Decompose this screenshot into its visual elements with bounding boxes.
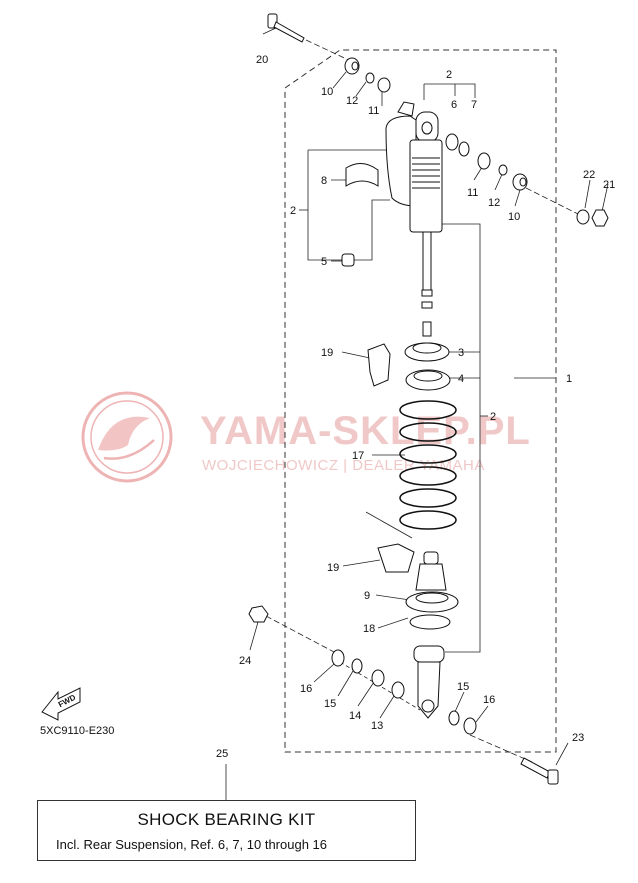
watermark-title: YAMA-SKLEP.PL — [200, 409, 531, 453]
bearing-14-drawing — [371, 669, 385, 687]
nut-24-drawing — [248, 605, 269, 623]
collar-6-drawing — [445, 133, 459, 151]
valve-5-drawing — [341, 253, 355, 267]
callouts: 20 10 12 11 2 6 7 8 2 5 11 12 10 22 21 3… — [239, 54, 615, 744]
ring-nut-3-drawing — [404, 342, 450, 362]
kit-title: SHOCK BEARING KIT — [137, 810, 316, 829]
bearing-13-drawing — [391, 681, 405, 699]
callout-18: 18 — [363, 623, 375, 635]
callout-6: 6 — [451, 99, 457, 111]
collar-10-drawing — [344, 57, 360, 75]
bolt-23-drawing — [520, 757, 559, 785]
callout-22: 22 — [583, 169, 595, 181]
spring-guide-19-drawing — [367, 343, 391, 387]
callout-11: 11 — [368, 105, 379, 117]
callout-17: 17 — [352, 450, 364, 462]
callout-12: 12 — [346, 95, 358, 107]
callout-3: 3 — [458, 347, 464, 359]
washer-22-drawing — [576, 209, 590, 225]
collar-16b-drawing — [463, 717, 477, 735]
nut-21-drawing — [591, 209, 609, 227]
watermark-logo-icon — [81, 391, 173, 483]
kit-description: Incl. Rear Suspension, Ref. 6, 7, 10 thr… — [56, 837, 328, 852]
callout-8: 8 — [321, 175, 327, 187]
damper-8-drawing — [345, 163, 379, 187]
callout-16: 16 — [300, 683, 312, 695]
callout-15b: 15 — [457, 681, 469, 693]
fwd-arrow-icon: FWD — [41, 687, 81, 721]
watermark-subtitle: WOJCIECHOWICZ | DEALER YAMAHA — [202, 457, 485, 474]
callout-10b: 10 — [508, 211, 520, 223]
diagram-code: 5XC9110-E230 — [40, 725, 114, 737]
callout-20: 20 — [256, 54, 268, 66]
oil-seal-15-drawing — [351, 658, 363, 674]
callout-19b: 19 — [327, 562, 339, 574]
callout-14: 14 — [349, 710, 361, 722]
kit-ref-number: 25 — [216, 748, 229, 760]
watermark: YAMA-SKLEP.PL WOJCIECHOWICZ | DEALER YAM… — [81, 391, 531, 483]
oil-seal-7-drawing — [458, 141, 470, 157]
bearing-11-drawing — [377, 77, 391, 93]
part-drawings — [248, 13, 609, 785]
collar-16-drawing — [331, 649, 345, 667]
collar-10b-drawing — [512, 173, 528, 191]
oil-seal-12b-drawing — [498, 164, 508, 176]
callout-5: 5 — [321, 256, 327, 268]
callout-9: 9 — [364, 590, 370, 602]
callout-10: 10 — [321, 86, 333, 98]
lock-18-drawing — [409, 614, 451, 630]
callout-21: 21 — [603, 179, 615, 191]
callout-11b: 11 — [467, 187, 478, 199]
oil-seal-15b-drawing — [448, 710, 460, 726]
assembly-boundary — [284, 49, 557, 753]
bearing-11b-drawing — [477, 152, 491, 170]
shock-bearing-kit-box: SHOCK BEARING KIT Incl. Rear Suspension,… — [37, 800, 416, 861]
callout-15: 15 — [324, 698, 336, 710]
callout-2-left: 2 — [290, 205, 296, 217]
callout-1: 1 — [566, 373, 572, 385]
callout-24: 24 — [239, 655, 251, 667]
spring-17-drawing — [399, 400, 457, 530]
shock-absorber-drawing — [385, 101, 443, 337]
callout-19: 19 — [321, 347, 333, 359]
bolt-20-drawing — [267, 13, 305, 43]
callout-13: 13 — [371, 720, 383, 732]
ring-nut-4-drawing — [405, 369, 451, 391]
oil-seal-12-drawing — [365, 72, 375, 84]
callout-2-top: 2 — [446, 69, 452, 81]
spring-seat-9-drawing — [405, 591, 459, 613]
lower-clevis-drawing — [413, 645, 445, 719]
spring-guide-19b-drawing — [377, 543, 415, 573]
callout-4: 4 — [458, 373, 464, 385]
callout-2-right: 2 — [490, 411, 496, 423]
callout-23: 23 — [572, 732, 584, 744]
callout-7: 7 — [471, 99, 477, 111]
callout-16b: 16 — [483, 694, 495, 706]
bump-stopper-drawing — [415, 551, 447, 591]
callout-12b: 12 — [488, 197, 500, 209]
